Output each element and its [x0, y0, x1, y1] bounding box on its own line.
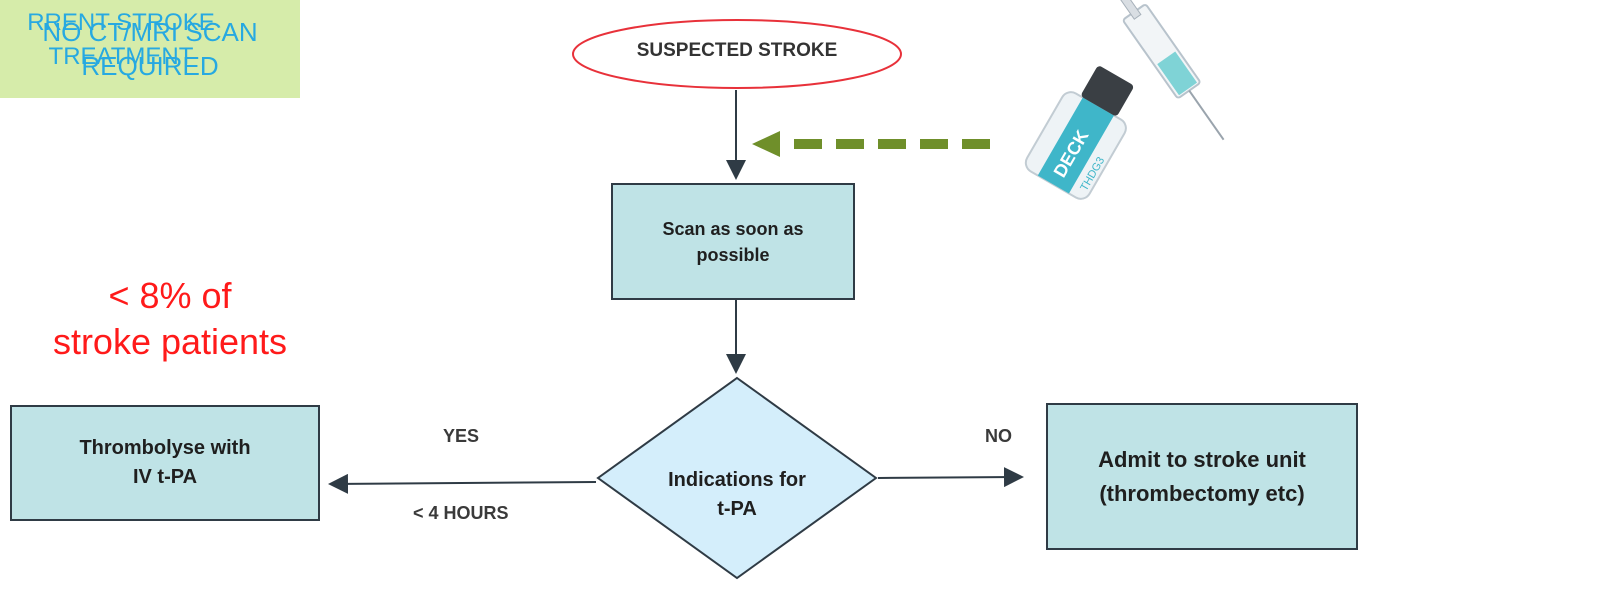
thrombolyse-line-1: Thrombolyse with	[79, 437, 251, 459]
decision-line-2: t-PA	[717, 498, 757, 520]
no-scan-note: NO CT/MRI SCAN REQUIRED	[0, 0, 300, 98]
note-line-2: REQUIRED	[81, 51, 219, 81]
heading-line-1: RRENT STROKE	[27, 9, 215, 36]
yes-label: YES	[443, 426, 480, 446]
scan-box: Scan as soon as possible	[611, 183, 855, 300]
start-node-label: SUSPECTED STROKE	[573, 40, 901, 62]
heading-line-2: TREATMENT	[48, 43, 194, 70]
decision-diamond	[596, 376, 878, 580]
arrow-yes	[328, 473, 597, 494]
syringe-vial-illustration: DECK THDG3	[1024, 0, 1225, 200]
syringe-needle	[1188, 90, 1225, 141]
arrow-no	[877, 467, 1024, 488]
percentage-line-2: stroke patients	[52, 321, 288, 362]
admit-line-2: (thrombectomy etc)	[1099, 480, 1305, 506]
syringe-plunger	[1110, 0, 1142, 20]
start-oval	[572, 19, 902, 89]
percentage-line-1: < 8% of	[108, 275, 232, 316]
thrombolyse-box: Thrombolyse with IV t-PA	[10, 405, 320, 521]
thrombolyse-line-2: IV t-PA	[132, 466, 198, 488]
admit-line-1: Admit to stroke unit	[1098, 446, 1306, 472]
note-line-1: NO CT/MRI SCAN	[42, 17, 258, 47]
scan-label: Scan as soon as possible	[662, 218, 804, 265]
vial-cap	[1081, 66, 1134, 116]
vial-label	[1037, 97, 1114, 194]
page-heading: RRENT STROKE TREATMENT	[0, 6, 246, 74]
patient-percentage-text: < 8% of stroke patients	[0, 273, 340, 365]
syringe-liquid	[1157, 51, 1198, 96]
decision-label: Indications for t-PA	[630, 466, 844, 524]
under-4-hours-label: < 4 HOURS	[413, 503, 509, 523]
admit-box: Admit to stroke unit (thrombectomy etc)	[1046, 403, 1358, 550]
dashed-arrow-head	[752, 131, 780, 157]
no-label: NO	[985, 426, 1012, 446]
decision-line-1: Indications for	[668, 469, 806, 491]
start-label: SUSPECTED STROKE	[636, 40, 838, 61]
